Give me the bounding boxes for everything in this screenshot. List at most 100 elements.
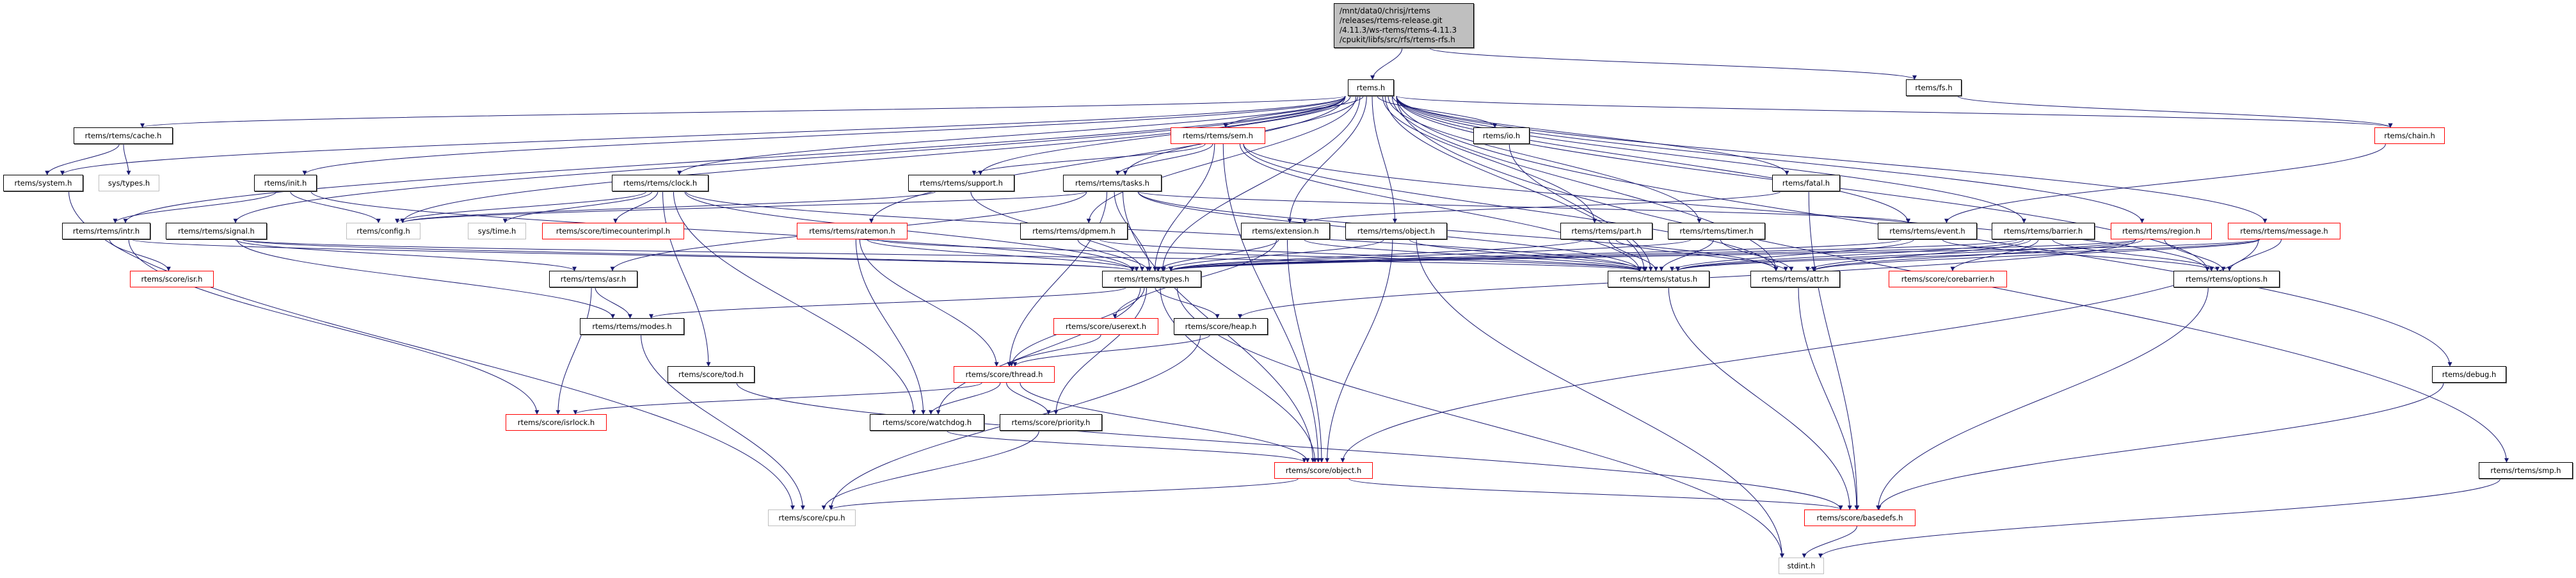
node-fs[interactable]: rtems/fs.h xyxy=(1906,79,1962,96)
edge-tod-to-basedefs xyxy=(736,382,1843,510)
node-timecounter[interactable]: rtems/score/timecounterimpl.h xyxy=(542,223,684,239)
node-barrier[interactable]: rtems/rtems/barrier.h xyxy=(1992,223,2095,239)
edge-thread-to-priority xyxy=(1006,382,1051,415)
edge-thread-to-sobject xyxy=(1020,382,1310,463)
node-systypes[interactable]: sys/types.h xyxy=(99,175,159,191)
edge-cache-to-system xyxy=(45,143,120,175)
edge-barrier-to-corebarrier xyxy=(1950,239,2039,271)
edge-rtems-to-dpmem xyxy=(1086,95,1357,223)
node-attr[interactable]: rtems/rtems/attr.h xyxy=(1750,271,1840,287)
node-init[interactable]: rtems/init.h xyxy=(254,175,317,191)
node-smp[interactable]: rtems/rtems/smp.h xyxy=(2479,462,2573,479)
node-signal[interactable]: rtems/rtems/signal.h xyxy=(166,223,267,239)
edge-ratemon-to-thread xyxy=(859,239,999,367)
node-sobject[interactable]: rtems/score/object.h xyxy=(1274,462,1373,479)
edge-types-to-sobject xyxy=(1160,287,1318,463)
node-types[interactable]: rtems/rtems/types.h xyxy=(1102,271,1201,287)
edge-timer-to-status xyxy=(1659,239,1714,271)
edge-sem-to-options xyxy=(1243,143,2210,271)
node-rtems[interactable]: rtems.h xyxy=(1348,79,1394,96)
node-region[interactable]: rtems/rtems/region.h xyxy=(2111,223,2212,239)
edge-rtems-to-config xyxy=(400,95,1346,223)
node-debug[interactable]: rtems/debug.h xyxy=(2432,366,2506,383)
edge-robject-to-stdint xyxy=(1416,239,1784,558)
node-robject[interactable]: rtems/rtems/object.h xyxy=(1345,223,1447,239)
edge-rtems-to-robject xyxy=(1372,95,1398,223)
node-message[interactable]: rtems/rtems/message.h xyxy=(2228,223,2340,239)
edge-message-to-status xyxy=(1676,239,2259,271)
node-userext[interactable]: rtems/score/userext.h xyxy=(1053,318,1158,335)
edge-basedefs-to-stdint xyxy=(1802,526,1857,558)
node-modes[interactable]: rtems/rtems/modes.h xyxy=(580,318,684,335)
node-stdint[interactable]: stdint.h xyxy=(1779,558,1824,574)
node-corebarrier[interactable]: rtems/score/corebarrier.h xyxy=(1889,271,2007,287)
node-cpu[interactable]: rtems/score/cpu.h xyxy=(768,510,856,526)
edge-io-to-status xyxy=(1508,143,1653,271)
edge-ratemon-to-watchdog xyxy=(855,239,926,415)
edge-rtems-to-support xyxy=(978,95,1351,175)
edge-sem-to-attr xyxy=(1243,143,1779,271)
edge-message-to-options xyxy=(2227,239,2282,271)
edge-root-to-rtems xyxy=(1370,47,1403,80)
edge-sobject-to-cpu xyxy=(829,478,1299,510)
node-intr[interactable]: rtems/rtems/intr.h xyxy=(62,223,150,239)
edge-extension-to-types xyxy=(1156,239,1279,271)
node-sem[interactable]: rtems/rtems/sem.h xyxy=(1171,127,1265,144)
node-fatal[interactable]: rtems/fatal.h xyxy=(1772,175,1840,191)
node-priority[interactable]: rtems/score/priority.h xyxy=(1000,414,1102,431)
node-config[interactable]: rtems/config.h xyxy=(346,223,420,239)
edge-dpmem-to-types xyxy=(1077,239,1150,271)
edge-types-to-modes xyxy=(649,287,1126,319)
edge-root-to-fs xyxy=(1429,47,1917,80)
node-options[interactable]: rtems/rtems/options.h xyxy=(2173,271,2280,287)
node-systime[interactable]: sys/time.h xyxy=(468,223,526,239)
edge-smp-to-stdint xyxy=(1818,478,2500,558)
node-dpmem[interactable]: rtems/rtems/dpmem.h xyxy=(1020,223,1128,239)
edge-thread-to-watchdog xyxy=(929,382,1001,415)
edge-thread-to-isrlock xyxy=(573,382,982,415)
node-clock[interactable]: rtems/rtems/clock.h xyxy=(612,175,708,191)
node-timer[interactable]: rtems/rtems/timer.h xyxy=(1668,223,1765,239)
edge-rtems-to-signal xyxy=(233,95,1346,223)
node-system[interactable]: rtems/system.h xyxy=(3,175,83,191)
node-chain[interactable]: rtems/chain.h xyxy=(2374,127,2445,144)
edge-types-to-priority xyxy=(1053,287,1148,415)
node-support[interactable]: rtems/rtems/support.h xyxy=(908,175,1014,191)
node-part[interactable]: rtems/rtems/part.h xyxy=(1560,223,1652,239)
node-isr[interactable]: rtems/score/isr.h xyxy=(130,271,214,287)
node-cache[interactable]: rtems/rtems/cache.h xyxy=(74,127,173,144)
node-ratemon[interactable]: rtems/rtems/ratemon.h xyxy=(797,223,908,239)
node-asr[interactable]: rtems/rtems/asr.h xyxy=(549,271,637,287)
node-status[interactable]: rtems/rtems/status.h xyxy=(1608,271,1709,287)
node-isrlock[interactable]: rtems/score/isrlock.h xyxy=(506,414,607,431)
edge-sem-to-sobject xyxy=(1222,143,1321,463)
edge-rtems-to-types xyxy=(1160,95,1361,271)
node-tasks[interactable]: rtems/rtems/tasks.h xyxy=(1063,175,1162,191)
edge-signal-to-asr xyxy=(234,239,577,271)
node-io[interactable]: rtems/io.h xyxy=(1473,127,1530,144)
edge-types-to-watchdog xyxy=(936,287,1141,415)
edge-extension-to-sobject xyxy=(1286,239,1324,463)
node-basedefs[interactable]: rtems/score/basedefs.h xyxy=(1804,510,1916,526)
edge-tasks-to-thread xyxy=(1007,191,1108,367)
edge-extension-to-status xyxy=(1304,239,1642,271)
edge-rtems-to-message xyxy=(1396,95,2268,223)
node-event[interactable]: rtems/rtems/event.h xyxy=(1878,223,1977,239)
edge-signal-to-status xyxy=(241,239,1642,271)
node-extension[interactable]: rtems/extension.h xyxy=(1241,223,1330,239)
node-heap[interactable]: rtems/score/heap.h xyxy=(1174,318,1268,335)
edge-sem-to-status xyxy=(1239,143,1642,271)
edge-modes-to-cpu xyxy=(641,334,805,510)
node-tod[interactable]: rtems/score/tod.h xyxy=(668,366,755,383)
node-thread[interactable]: rtems/score/thread.h xyxy=(954,366,1055,383)
node-watchdog[interactable]: rtems/score/watchdog.h xyxy=(870,414,984,431)
edge-heap-to-thread xyxy=(1012,334,1211,367)
edge-barrier-to-attr xyxy=(1805,239,2031,271)
edge-sem-to-support xyxy=(972,143,1206,175)
edge-ratemon-to-types xyxy=(867,239,1139,271)
edge-barrier-to-types xyxy=(1169,239,2018,271)
edge-rtems-to-init xyxy=(302,95,1346,175)
edge-system-to-cpu xyxy=(68,191,795,510)
